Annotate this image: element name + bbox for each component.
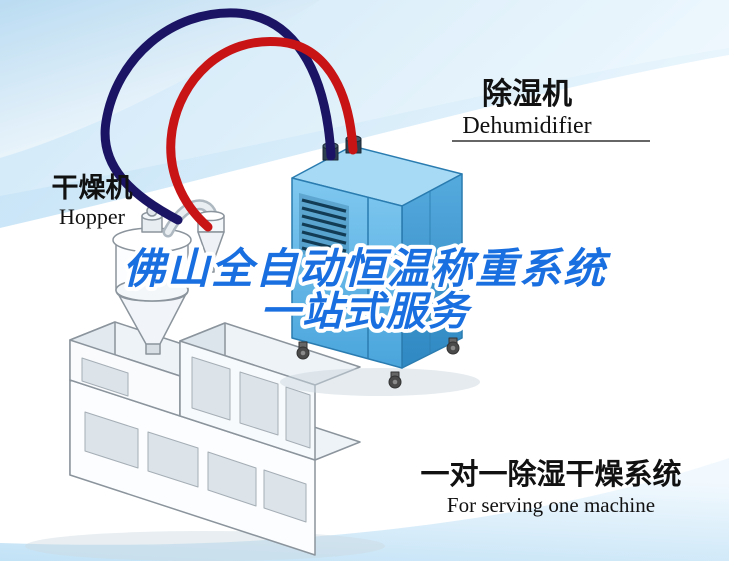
pipe-navy: [100, 8, 336, 225]
door-handle: [374, 252, 379, 268]
machine-shadow: [25, 531, 385, 561]
machine-panels: [81, 356, 311, 523]
caster-wheels: [296, 337, 460, 389]
air-hoses: [100, 8, 358, 232]
hopper-dryer-unit: [112, 199, 225, 355]
hopper-label-en: Hopper: [59, 204, 126, 229]
caption-zh: 一对一除湿干燥系统: [420, 457, 681, 491]
dehumidifier-label-en: Dehumidifier: [462, 113, 591, 139]
injection-molding-machine: [25, 321, 385, 561]
headline-line2: 一站式服务: [260, 289, 473, 335]
bottom-swoosh: [0, 458, 729, 561]
pipe-red: [166, 36, 358, 232]
headline-line1: 佛山全自动恒温称重系统: [123, 244, 611, 293]
cyclone-tail-pipe: [207, 259, 215, 273]
top-swoosh-highlight: [0, 0, 729, 196]
dryer-cylinder-bottom: [115, 278, 189, 302]
dehumidifier-front-face: [291, 177, 403, 369]
caption-en: For serving one machine: [447, 493, 655, 517]
dehumidifier-unit: [280, 135, 480, 396]
labels: 除湿机 Dehumidifier 干燥机 Hopper 一对一除湿干燥系统 Fo…: [52, 77, 682, 517]
dehumidifier-label-zh: 除湿机: [482, 77, 572, 112]
headline: 佛山全自动恒温称重系统 一站式服务: [119, 240, 613, 339]
top-left-corner-swoosh: [0, 0, 320, 158]
hopper-label-zh: 干燥机: [52, 173, 133, 204]
vent-grille-slats: [301, 198, 347, 261]
dehumidifier-shadow: [280, 368, 480, 396]
